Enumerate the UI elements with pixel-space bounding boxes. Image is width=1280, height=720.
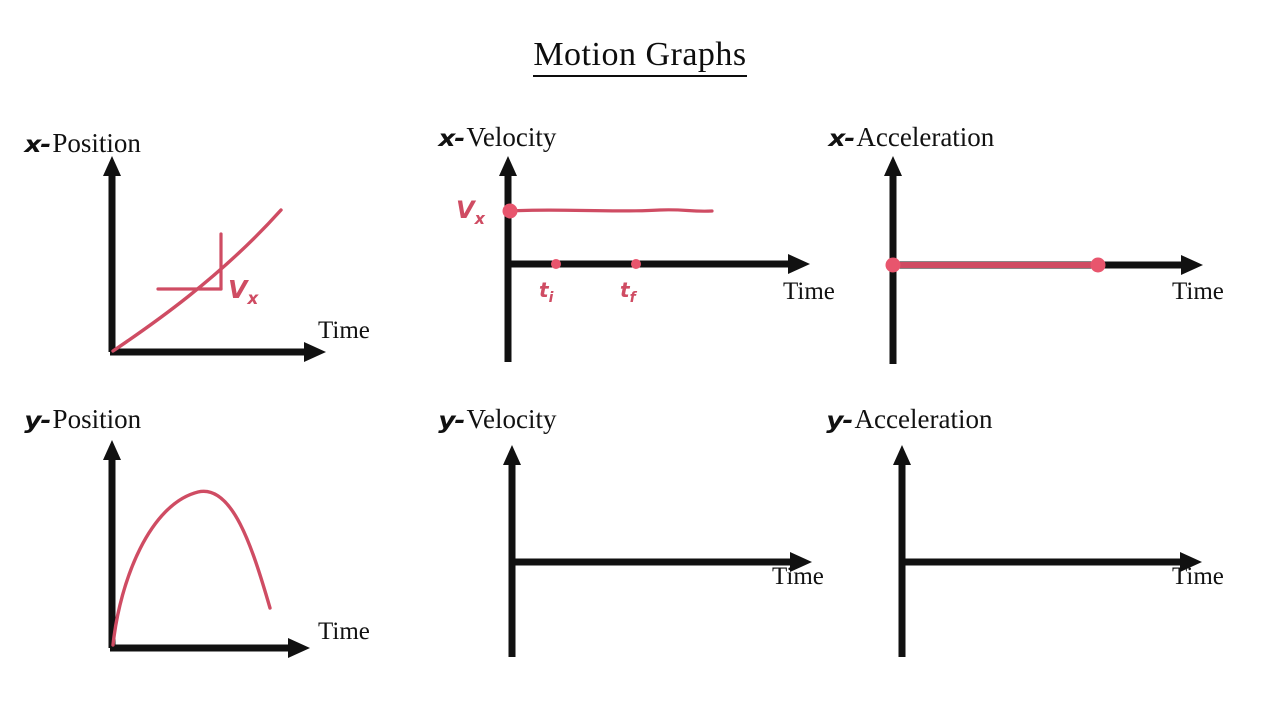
position-parabola [111,489,272,647]
time-axis-label-y-velocity: Time [772,563,824,590]
y-axis [103,440,121,648]
label-y-acceleration: y-Acceleration [826,404,993,434]
axis-var-x: x- [438,126,465,152]
slope-annotation-vx: Vx [228,275,258,309]
y-axis [103,156,121,352]
time-axis-label-y-acceleration: Time [1172,563,1224,590]
graph-y-velocity [503,445,812,657]
label-x-velocity: x-Velocity [438,122,557,152]
time-axis-label-y-position: Time [318,618,370,645]
velocity-value-symbol: V [456,196,475,224]
y-axis [499,156,517,362]
t-final-label: tf [620,278,636,306]
x-axis [900,552,1202,572]
axis-var-x: x- [828,126,855,152]
y-axis [503,445,521,657]
t-initial-dot [551,259,561,269]
time-axis-label-x-acceleration: Time [1172,278,1224,305]
velocity-value-subscript: x [474,208,485,228]
slope-annotation-subscript: x [247,289,259,309]
time-axis-label-x-velocity: Time [783,278,835,305]
quantity-label: Acceleration [854,404,993,434]
y-axis [893,445,911,657]
graph-y-position [103,440,310,658]
graph-x-position [103,156,326,362]
velocity-start-dot [502,203,518,219]
quantity-label: Acceleration [856,122,995,152]
acceleration-start-dot [885,257,901,273]
page-title-text: Motion Graphs [533,36,747,77]
quantity-label: Velocity [466,404,557,434]
graph-x-velocity [499,156,810,362]
axis-var-y: y- [24,408,51,434]
position-line [111,208,283,353]
t-initial-symbol: t [539,278,549,302]
velocity-value-label-vx: Vx [456,196,485,228]
quantity-label: Position [52,404,142,434]
time-axis-label-x-position: Time [318,317,370,344]
t-final-symbol: t [620,278,630,302]
t-initial-subscript: i [548,290,554,306]
quantity-label: Velocity [466,122,557,152]
quantity-label: Position [52,128,141,158]
t-initial-label: ti [539,278,553,306]
t-final-dot [631,259,641,269]
x-axis [510,552,812,572]
slope-annotation-symbol: V [228,275,248,304]
x-axis [110,342,326,362]
axis-var-y: y- [438,408,465,434]
axis-var-x: x- [24,132,51,158]
label-x-position: x-Position [24,128,141,158]
label-y-position: y-Position [24,404,142,434]
graph-y-acceleration [893,445,1202,657]
graph-x-acceleration [884,156,1203,364]
axis-var-y: y- [826,408,853,434]
acceleration-end-dot [1090,257,1106,273]
x-axis [110,638,310,658]
slope-triangle [156,232,223,291]
page-title: Motion Graphs [0,36,1280,77]
t-final-subscript: f [629,290,636,306]
velocity-line [508,208,714,213]
label-y-velocity: y-Velocity [438,404,557,434]
label-x-acceleration: x-Acceleration [828,122,995,152]
